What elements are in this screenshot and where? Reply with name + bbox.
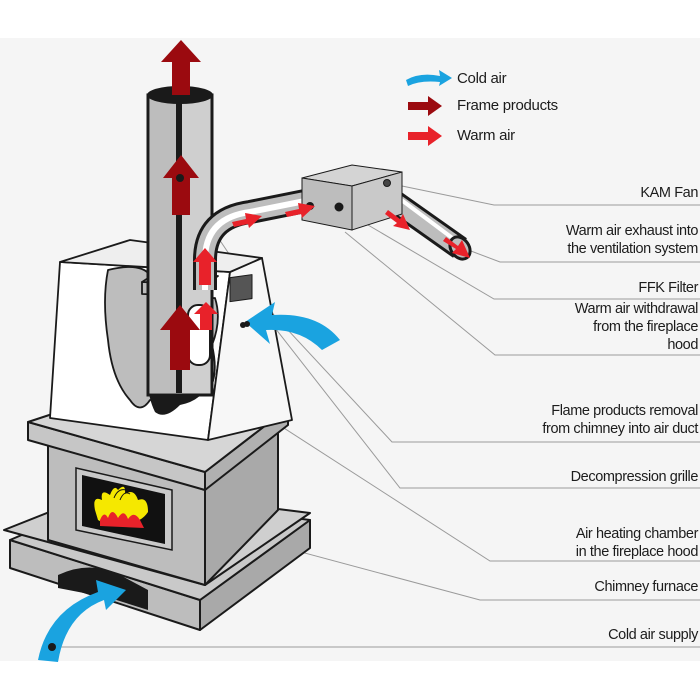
label-warm-air-withdrawal: Warm air withdrawal from the fireplace h…: [574, 300, 699, 354]
label-cold-air-supply: Cold air supply: [608, 626, 698, 644]
label-warm-air-exhaust: Warm air exhaust into the ventilation sy…: [566, 222, 698, 258]
label-line: from chimney into air duct: [542, 421, 698, 437]
label-kam-fan: KAM Fan: [640, 184, 698, 202]
chimney-marker-dot: [176, 174, 184, 182]
leader-line-decompression-grille: [249, 295, 700, 489]
leader-line-ffk-filter: [367, 224, 700, 300]
cold-air-arrows: [38, 302, 340, 662]
label-flame-products-removal: Flame products removal from chimney into…: [542, 402, 698, 438]
frame-products-arrow-top: [161, 40, 201, 95]
legend-frame-products-label: Frame products: [457, 97, 558, 114]
label-line: from the fireplace: [593, 319, 698, 335]
cold-air-arrow-icon: [406, 70, 452, 86]
warm-air-arrow-icon: [408, 126, 442, 146]
label-line: the ventilation system: [567, 241, 698, 257]
flame-red-icon: [100, 512, 144, 528]
label-decompression-grille: Decompression grille: [570, 468, 699, 486]
legend-icons: [406, 70, 452, 146]
firebox-door: [75, 467, 173, 551]
frame-products-arrows: [160, 40, 201, 370]
warm-air-arrows: [193, 203, 470, 330]
leader-line-kam-fan: [401, 185, 700, 206]
label-line: in the fireplace hood: [575, 544, 699, 560]
kam-fan-unit: [301, 164, 403, 231]
label-line: Decompression grille: [570, 469, 699, 485]
label-line: FFK Filter: [638, 280, 698, 296]
intake-marker-dot: [48, 643, 56, 651]
legend-warm-air-label: Warm air: [457, 127, 515, 144]
frame-products-arrow-low: [160, 305, 200, 370]
frame-products-arrow-mid: [163, 155, 199, 215]
label-line: Warm air withdrawal: [574, 301, 699, 317]
frame-products-arrow-icon: [408, 96, 442, 116]
label-line: Cold air supply: [608, 627, 698, 643]
cold-air-arrow-intake: [38, 580, 126, 662]
fan-port: [383, 179, 391, 187]
label-line: hood: [667, 337, 698, 353]
label-line: Flame products removal: [551, 403, 698, 419]
label-line: Air heating chamber: [575, 526, 699, 542]
leader-line-warm-air-withdrawal: [344, 231, 700, 356]
legend-cold-air-label: Cold air: [457, 70, 507, 87]
label-air-heating-chamber: Air heating chamber in the fireplace hoo…: [575, 525, 699, 561]
decompression-grille: [229, 274, 253, 303]
leader-line-air-heating-chamber: [227, 391, 700, 562]
label-line: KAM Fan: [640, 185, 698, 201]
label-ffk-filter: FFK Filter: [638, 279, 698, 297]
filter-port: [334, 202, 344, 212]
leader-line-warm-air-exhaust: [462, 247, 700, 263]
label-chimney-furnace: Chimney furnace: [594, 578, 698, 596]
cold-air-arrow-grille: [245, 302, 340, 350]
grille-marker-dot: [244, 321, 250, 327]
label-line: Warm air exhaust into: [565, 223, 698, 239]
label-line: Chimney furnace: [594, 579, 698, 595]
